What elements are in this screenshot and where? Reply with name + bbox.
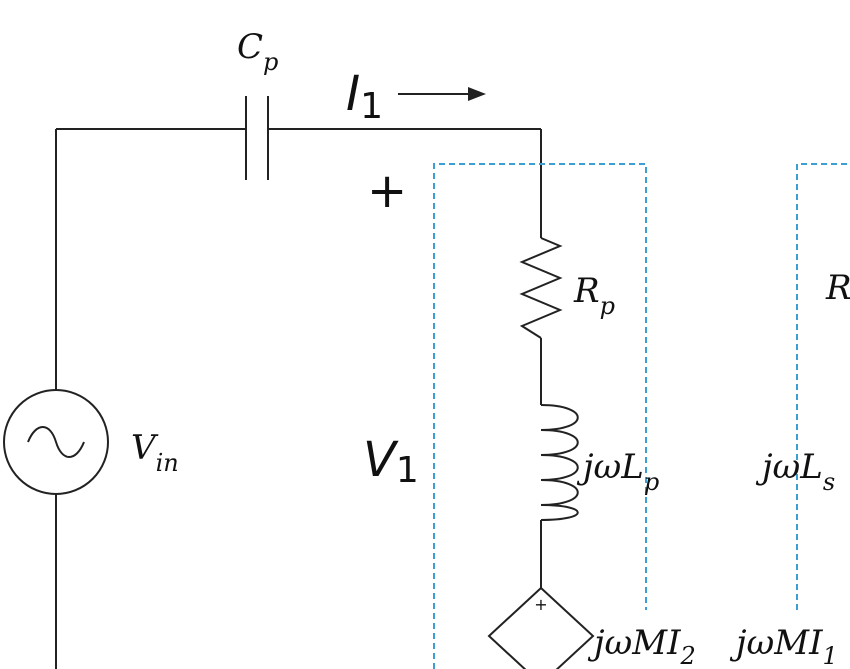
label-jwmi2: jωMI2: [587, 623, 696, 669]
label-rp: Rp: [573, 271, 615, 320]
current-arrow-icon: [398, 87, 486, 101]
label-jwls: jωLs: [755, 447, 835, 496]
inductor-icon: [540, 404, 579, 521]
capacitor-icon: [245, 96, 269, 180]
label-v1: V1: [363, 432, 419, 491]
label-r-secondary: R: [825, 268, 850, 308]
label-jwlp: jωLp: [576, 447, 659, 496]
dependent-source-plus: +: [534, 595, 547, 614]
label-vin: Vin: [131, 428, 179, 477]
label-jwmi1: jωMI1: [729, 623, 838, 669]
secondary-dashed-box: [796, 163, 850, 610]
resistor-icon: [519, 237, 563, 339]
dependent-voltage-source-icon: +: [487, 586, 595, 669]
label-cp: Cp: [237, 27, 278, 76]
wires: [55, 128, 542, 669]
coupling-boxes: [433, 163, 850, 669]
labels: Cp I1 + Rp R Vin V1 jωLp jωLs jωMI2 jωMI…: [131, 27, 850, 669]
ac-source-icon: [3, 389, 109, 495]
label-i1: I1: [346, 66, 383, 127]
primary-dashed-box: [433, 163, 647, 669]
label-plus: +: [367, 163, 407, 219]
